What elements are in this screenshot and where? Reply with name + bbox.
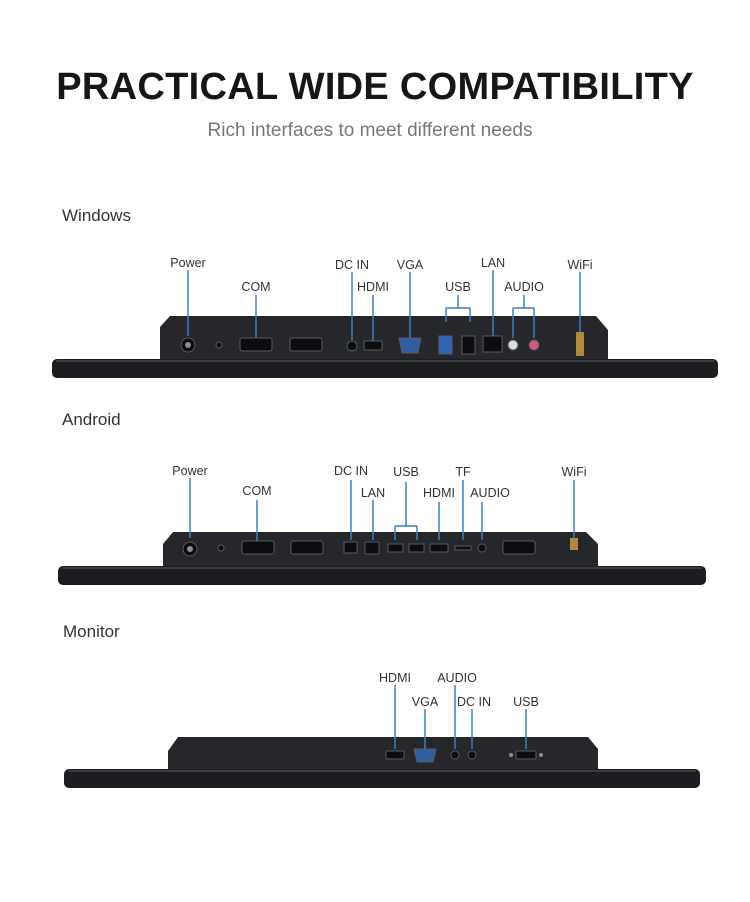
android-usb1-port-icon [387, 543, 404, 553]
windows-com1-port-icon [239, 337, 273, 352]
section-label-android: Android [62, 410, 121, 429]
android-audio-jack-icon [477, 543, 487, 553]
monitor-rear-panel [168, 737, 598, 771]
windows-label-wifi: WiFi [567, 258, 593, 272]
android-label-dc-in: DC IN [333, 464, 369, 478]
monitor-device-diagram: HDMI VGA AUDIO DC IN USB [0, 665, 750, 795]
android-tf-slot-icon [454, 545, 472, 551]
windows-usb3-port-icon [438, 335, 453, 355]
android-label-com: COM [242, 484, 272, 498]
android-label-lan: LAN [360, 486, 386, 500]
windows-label-usb: USB [445, 280, 471, 294]
windows-bezel [52, 359, 718, 378]
page-subtitle: Rich interfaces to meet different needs [207, 120, 533, 141]
windows-label-vga: VGA [396, 258, 424, 272]
monitor-label-hdmi: HDMI [379, 671, 411, 685]
windows-usb2-port-icon [461, 335, 476, 355]
windows-hdmi-port-icon [363, 340, 383, 351]
monitor-bezel [64, 769, 700, 788]
monitor-hdmi-port-icon [385, 750, 405, 760]
android-com1-port-icon [241, 540, 275, 555]
android-label-hdmi: HDMI [423, 486, 455, 500]
windows-com2-port-icon [289, 337, 323, 352]
windows-device-diagram: Power COM DC IN HDMI VGA USB LAN AUDIO W… [0, 250, 750, 385]
android-label-audio: AUDIO [470, 486, 510, 500]
windows-label-hdmi: HDMI [357, 280, 389, 294]
windows-audio-out-icon [507, 339, 519, 351]
monitor-audio-jack-icon [450, 750, 460, 760]
monitor-dc-in-port-icon [467, 750, 477, 760]
windows-label-audio: AUDIO [504, 280, 544, 294]
android-com2-port-icon [290, 540, 324, 555]
windows-label-lan: LAN [480, 256, 506, 270]
monitor-label-usb: USB [513, 695, 539, 709]
monitor-label-vga: VGA [411, 695, 439, 709]
android-bezel [58, 566, 706, 585]
windows-wifi-antenna-icon [576, 332, 584, 356]
android-lan-port-icon [364, 541, 380, 555]
windows-reset-hole-icon [215, 341, 223, 349]
android-label-wifi: WiFi [561, 465, 587, 479]
android-label-tf: TF [455, 465, 471, 479]
android-label-power: Power [172, 464, 208, 478]
android-label-usb: USB [393, 465, 419, 479]
android-device-illustration [58, 478, 706, 585]
monitor-label-dc-in: DC IN [456, 695, 492, 709]
windows-device-illustration [52, 270, 718, 378]
android-device-diagram: Power COM DC IN LAN USB HDMI TF AUDIO Wi… [0, 458, 750, 588]
windows-lan-port-icon [482, 335, 503, 353]
monitor-label-audio: AUDIO [437, 671, 477, 685]
android-com3-port-icon [502, 540, 536, 555]
android-usb2-port-icon [408, 543, 425, 553]
monitor-usb-port-icon [515, 750, 537, 760]
windows-mic-in-icon [528, 339, 540, 351]
section-label-windows: Windows [62, 206, 131, 225]
windows-dc-in-port-icon [346, 340, 358, 352]
windows-label-dc-in: DC IN [334, 258, 370, 272]
android-dc-in-port-icon [343, 541, 358, 554]
section-label-monitor: Monitor [63, 622, 120, 641]
page-title: PRACTICAL WIDE COMPATIBILITY [56, 66, 694, 108]
windows-label-com: COM [241, 280, 271, 294]
monitor-vga-port-icon [413, 748, 437, 763]
monitor-device-illustration [64, 685, 700, 788]
windows-label-power: Power [170, 256, 206, 270]
android-reset-hole-icon [217, 544, 225, 552]
android-hdmi-port-icon [429, 543, 449, 553]
windows-vga-port-icon [398, 337, 422, 354]
android-wifi-antenna-icon [570, 538, 578, 550]
windows-rear-panel [160, 316, 608, 360]
